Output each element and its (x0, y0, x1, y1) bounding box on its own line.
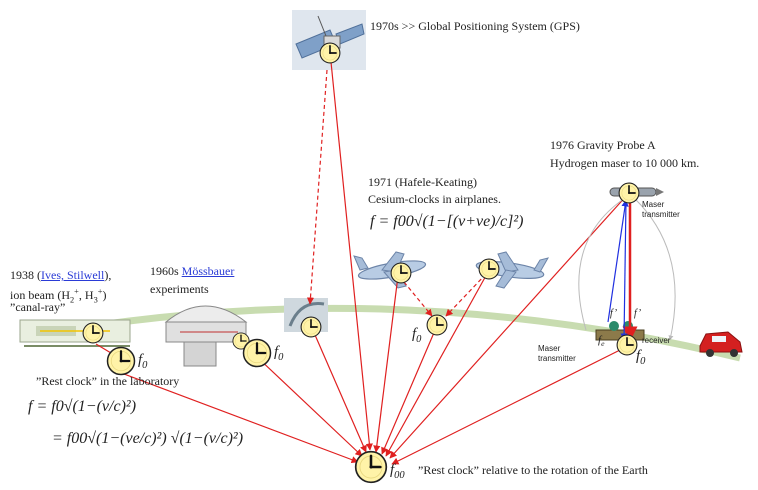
ives-stilwell-label-line3: ”canal-ray” (10, 300, 66, 314)
hafele-keating-formula: f = f00√(1−[(v+ve)/c]²) (370, 213, 524, 230)
plane-left-clock-to-f00-arrow (373, 275, 399, 453)
plane-right-clock-icon (478, 258, 500, 280)
car-icon (699, 331, 743, 357)
f0-probe-label: f0 (636, 348, 645, 367)
hk-ground-clock-icon (426, 314, 448, 336)
f00-base: f (390, 462, 395, 478)
f-e-sub: e (601, 339, 605, 349)
gravity-probe-label-line1: 1976 Gravity Probe A (550, 138, 656, 152)
ives-ion-c: + (74, 287, 79, 296)
ives-year: 1938 ( (10, 268, 41, 282)
maser-transmitter-top-line2: transmitter (642, 210, 680, 219)
maser-transmitter-bottom-line1: Maser (538, 344, 561, 353)
mossbauer-apparatus-icon (164, 305, 248, 367)
probe-trajectory-left-gray (578, 195, 629, 331)
f0-hk-label: f0 (412, 326, 421, 345)
ground-to-probe-blue-arrow (607, 199, 629, 323)
plane-left-clock-icon (390, 262, 412, 284)
mossbauer-label-line2: experiments (150, 282, 209, 296)
mossbauer-label-line1: 1960s Mössbauer (150, 264, 234, 279)
ives-close: ), (104, 268, 112, 282)
airplane-left-icon (353, 251, 427, 289)
hk-ground-clock-to-f00-arrow (381, 327, 437, 455)
rest-clock-earth-label: ”Rest clock” relative to the rotation of… (418, 463, 648, 477)
plane-right-clock-to-f00-arrow (385, 271, 489, 457)
f0-hk-sub: 0 (416, 334, 422, 345)
plane-right-to-ground-dashed-arrow (445, 273, 487, 317)
mossbauer-link[interactable]: Mössbauer (181, 264, 235, 278)
rest-clock-lab-label: ”Rest clock” in the laboratory (36, 374, 180, 388)
lab-formula-1: f = f0√(1−(v/c)²) (28, 398, 137, 415)
gravity-probe-label-line2: Hydrogen maser to 10 000 km. (550, 156, 700, 170)
ives-stilwell-label-line2: ion beam (H2+, H3+) (10, 284, 107, 307)
lab-formula-2: = f00√(1−(ve/c)²) √(1−(v/c)²) (52, 430, 244, 447)
f0-lab-label: f0 (138, 352, 147, 371)
f0-probe-base: f (636, 348, 641, 364)
canal-ray-apparatus-icon (19, 319, 131, 347)
f00-label: f00 (390, 462, 405, 481)
probe-clock-icon (618, 182, 640, 204)
ives-stilwell-link[interactable]: Ives, Stilwell (41, 268, 105, 282)
gps-label: 1970s >> Global Positioning System (GPS) (370, 19, 580, 33)
f00-sub: 00 (394, 470, 405, 481)
probe-clock-to-f00-arrow (389, 193, 629, 459)
ives-ion-f: + (97, 287, 103, 296)
f0-moss-base: f (274, 344, 279, 360)
ground-maser-station-icon (595, 321, 645, 341)
ives-stilwell-label-line1: 1938 (Ives, Stilwell), (10, 268, 111, 283)
gps-satellite-icon (292, 10, 366, 70)
ives-clock-icon (82, 322, 104, 344)
hk-name: Hafele-Keating (399, 175, 473, 189)
maser-transmitter-top-line1: Maser (642, 200, 665, 209)
f0-moss-sub: 0 (278, 352, 284, 363)
dish-clock-to-f00-arrow (311, 327, 367, 453)
moss-year: 1960s (150, 264, 182, 278)
f-prime-left-label: f’ (610, 308, 618, 319)
f-e-base: f (598, 334, 602, 346)
moss-clock-to-f00-arrow (255, 355, 363, 457)
ives-ion-b: 2 (69, 295, 75, 305)
ives-ion-d: , H (78, 288, 94, 302)
f-e-label: fe (598, 334, 604, 348)
lab-clock-to-f00-arrow (123, 373, 359, 464)
plane-left-to-ground-dashed-arrow (403, 281, 433, 317)
ives-ion-a: ion beam (H (10, 288, 70, 302)
dish-clock-icon (300, 316, 322, 338)
f-prime-right-label: f’ (634, 308, 642, 319)
ground-maser-clock-to-f00-arrow (391, 347, 625, 465)
hk-close: ) (472, 175, 477, 189)
moss-clock-icon (242, 338, 272, 368)
gps-clock-to-f00-arrow (329, 51, 373, 451)
gps-clock-icon (319, 42, 341, 64)
hk-year: 1971 ( (368, 175, 399, 189)
f00-clock-icon (354, 450, 388, 484)
hafele-keating-label-line1: 1971 (Hafele-Keating) (368, 175, 477, 190)
receiver-label: receiver (642, 336, 671, 345)
ground-maser-clock-icon (616, 334, 638, 356)
f0-probe-sub: 0 (640, 356, 646, 367)
maser-transmitter-bottom-line2: transmitter (538, 354, 576, 363)
probe-trajectory-right-gray (631, 195, 676, 341)
f0-hk-base: f (412, 326, 417, 342)
gps-to-ground-dashed-arrow (306, 69, 328, 305)
lab-clock-icon (106, 346, 136, 376)
ives-ion-e: 3 (93, 295, 98, 305)
ives-ion-g: ) (102, 288, 107, 302)
f0-lab-sub: 0 (142, 360, 148, 371)
hafele-keating-label-line2: Cesium-clocks in airplanes. (368, 192, 501, 206)
probe-to-receiver-blue-arrow (620, 199, 628, 341)
f0-moss-label: f0 (274, 344, 283, 363)
f0-lab-base: f (138, 352, 143, 368)
